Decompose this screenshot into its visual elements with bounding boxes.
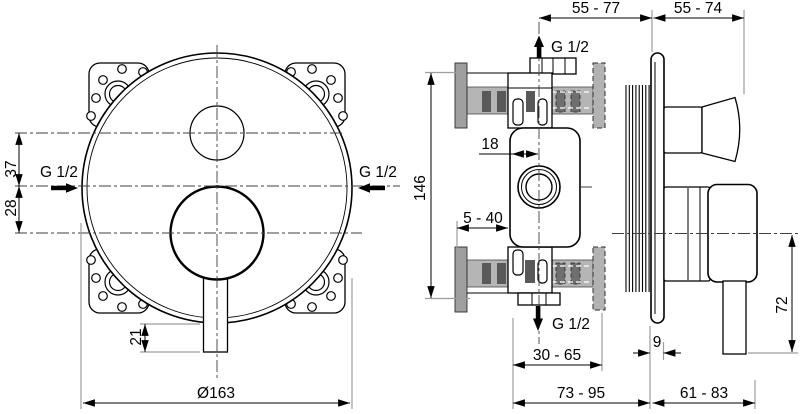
inlet-arrow-left [51, 183, 78, 193]
dim-540-label: 5 - 40 [463, 210, 503, 227]
threaded-sleeve [625, 85, 650, 292]
handle-lever-side [722, 280, 747, 355]
alt-position-dashes [552, 91, 592, 283]
g12-bottom-label: G 1/2 [552, 316, 590, 333]
wall-min-flange-bottom [454, 246, 468, 313]
dim-28-label: 28 [3, 199, 20, 216]
dim-9-label: 9 [653, 334, 662, 351]
handle-stem [663, 186, 711, 282]
g12-left-label: G 1/2 [40, 164, 78, 181]
dim-18-label: 18 [481, 136, 498, 153]
g12-right-label: G 1/2 [359, 164, 397, 181]
dim-72-label: 72 [774, 296, 791, 313]
side-view: 55 - 77 55 - 74 G 1/2 18 146 5 - 40 G 1/… [412, 0, 798, 409]
front-view: G 1/2 G 1/2 37 28 21 Ø163 [3, 45, 400, 409]
dim-5574-label: 55 - 74 [674, 0, 723, 17]
front-centerlines [15, 45, 400, 378]
diverter-knob [701, 96, 741, 163]
wall-min-flange-top [454, 62, 468, 129]
inlet-arrow-right [358, 183, 385, 193]
wall-max-flange-top [592, 62, 606, 129]
outlet-arrow-top [534, 35, 544, 58]
diverter-knob-stem [663, 106, 703, 154]
dim-37-label: 37 [3, 160, 20, 177]
dim-3065-label: 30 - 65 [533, 347, 581, 364]
dim-d163-label: Ø163 [197, 385, 235, 402]
valve-body [509, 127, 581, 248]
side-centerlines [538, 22, 798, 344]
front-extension-lines [80, 223, 353, 409]
g12-top-label: G 1/2 [551, 39, 589, 56]
dim-7395-label: 73 - 95 [557, 385, 605, 402]
thread-ticks-dashed [555, 90, 581, 285]
dim-21-label: 21 [128, 328, 145, 345]
outlet-arrow-bottom [533, 306, 543, 331]
dim-5577-label: 55 - 77 [572, 0, 620, 17]
wall-max-flange-bottom [592, 246, 606, 311]
dim-146-label: 146 [412, 175, 429, 201]
thread-ticks [482, 91, 506, 284]
escutcheon-side [650, 52, 665, 324]
dim-6183-label: 61 - 83 [680, 385, 728, 402]
port-edge-lines [467, 72, 510, 294]
